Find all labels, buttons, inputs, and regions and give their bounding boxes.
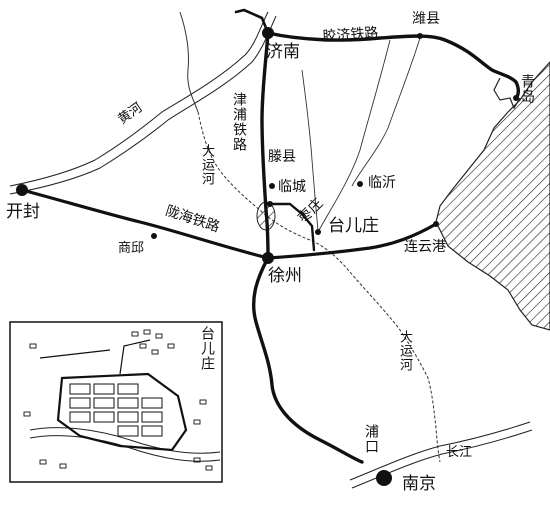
- city-dot-linyi: [357, 181, 363, 187]
- label-jiaoji-railway: 胶济铁路: [321, 25, 379, 45]
- label-linyi: 临沂: [368, 175, 396, 191]
- label-lianyungang: 连云港: [404, 239, 446, 255]
- label-weixian: 潍县: [412, 11, 440, 27]
- label-nanjing: 南京: [402, 474, 436, 494]
- label-grand-canal-north: 大运河: [199, 144, 214, 186]
- inset-map: [9, 321, 223, 483]
- jinpu-railway-north: [260, 31, 270, 260]
- longhai-railway-west: [20, 188, 270, 260]
- city-dot-weixian: [417, 33, 423, 39]
- city-dot-lianyungang: [433, 221, 439, 227]
- inset-title: 台儿庄: [199, 326, 215, 371]
- river-north: [179, 11, 199, 113]
- rivers-linyi: [301, 37, 421, 233]
- label-lincheng: 临城: [278, 179, 306, 195]
- city-dot-jinan: [262, 27, 274, 39]
- city-dot-nanjing: [376, 470, 392, 486]
- label-jinpu-railway: 津浦铁路: [231, 92, 247, 152]
- grand-canal-north: [197, 111, 441, 463]
- railways: [20, 8, 520, 464]
- jinan-north-spur: [234, 8, 270, 35]
- jiaoji-railway: [266, 31, 520, 100]
- label-changjiang: 长江: [446, 445, 473, 460]
- longhai-railway-east: [266, 222, 438, 260]
- sea-area: [435, 61, 550, 331]
- label-qingdao: 青岛: [519, 74, 535, 104]
- city-dot-lincheng: [267, 201, 273, 207]
- city-dot-kaifeng: [16, 184, 28, 196]
- city-dot-tengxian: [269, 183, 275, 189]
- yellow-river: [9, 11, 277, 195]
- label-grand-canal-south: 大运河: [397, 330, 412, 372]
- label-taierzhuang: 台儿庄: [328, 216, 379, 236]
- coastline: [493, 77, 521, 110]
- city-dot-shangqiu: [151, 233, 157, 239]
- jinpu-railway-south: [252, 256, 364, 464]
- label-kaifeng: 开封: [6, 202, 40, 222]
- city-markers: [16, 27, 519, 486]
- city-dot-taierzhuang: [315, 229, 321, 235]
- city-dot-qingdao: [513, 95, 519, 101]
- label-jinan: 济南: [266, 42, 300, 62]
- city-dot-xuzhou: [262, 252, 274, 264]
- label-xuzhou: 徐州: [268, 266, 302, 286]
- label-pukou: 浦口: [363, 424, 379, 454]
- label-tengxian: 滕县: [268, 149, 296, 165]
- branch-railway: [266, 202, 316, 252]
- label-shangqiu: 商邱: [118, 241, 145, 256]
